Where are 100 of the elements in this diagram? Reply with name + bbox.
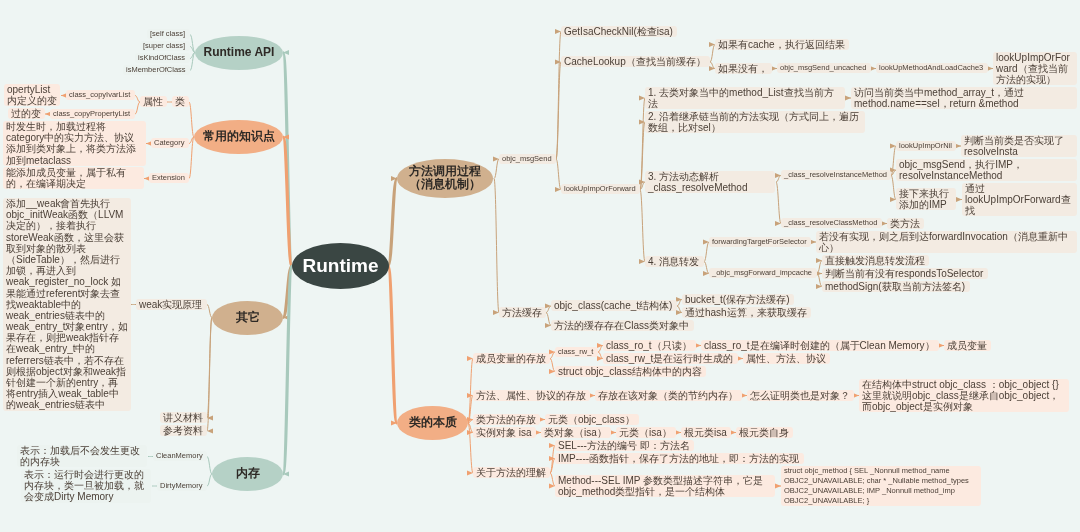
topic-box: 关于方法的理解 — [473, 467, 550, 479]
arrow — [815, 273, 823, 287]
topic-box: 实例对象 isa — [473, 426, 536, 438]
arrow — [544, 312, 552, 326]
topic-box: CacheLookup（查找当前缓存） — [561, 56, 710, 68]
topic-box: 添加__weak會首先执行objc_initWeak函数（LLVM决定的），接着执行storeWeak函数，这里会获取到对象的散列表（SideTable），然后进行加锁，再进入到weak_register_no_lock 如果能通过referent对象去查找weaktable中的weak_entries链表中的weak_entry_t对象entry，如果存在，则把weak指针存在weak_entry_t中的referrers链表中，若不存在则根据object对象和weak指针创建一个新的entry，再将entry插入weak_table中的weak_entries链表中 — [3, 198, 131, 411]
arrow — [386, 177, 399, 267]
arrow — [539, 417, 546, 422]
topic-box: 参考资料 — [160, 425, 207, 437]
topic-box: 类方法 — [887, 217, 924, 229]
topic-box: 属性 — [140, 96, 167, 108]
arrow — [466, 422, 474, 433]
arrow — [771, 66, 778, 71]
topic-box: 属性、方法、协议 — [743, 352, 830, 364]
arrow — [987, 66, 994, 71]
arrow — [639, 189, 646, 262]
arrow — [815, 260, 823, 274]
topic-box: objc_msgSend，执行IMP，resolveInstanceMethod — [896, 158, 1077, 181]
arrow — [955, 143, 962, 149]
topic-box: 如果有cache，执行返回结果 — [715, 38, 849, 50]
arrow — [708, 44, 716, 63]
connector-line — [188, 136, 195, 179]
branch-topic: 方法调用过程（消息机制） — [397, 159, 493, 198]
arrow — [281, 265, 294, 475]
topic-box: 成员变量 — [944, 339, 991, 351]
topic-box: 接下来执行添加的IMP — [896, 188, 956, 211]
topic-box: 若没有实现，则之后到达forwardInvocation（消息重新中心） — [816, 230, 1077, 253]
arrow — [737, 356, 744, 361]
arrow — [708, 61, 716, 70]
arrow — [675, 430, 682, 435]
connector-line — [130, 304, 137, 305]
connector-line — [166, 101, 173, 103]
arrow — [938, 343, 945, 348]
arrow — [143, 176, 150, 181]
arrow — [548, 358, 556, 372]
topic-box: 在结构体中struct objc_class ：objc_object {} 这里就说明objc_class是继承自objc_object，而objc_object是实例对象 — [859, 378, 1069, 413]
topic-box: objc_class(cache_t结构体) — [551, 300, 677, 312]
arrow — [695, 343, 702, 348]
arrow — [675, 298, 683, 307]
arrow — [775, 483, 782, 489]
topic-box: 通过lookUpImpOrForward查找 — [962, 182, 1077, 217]
arrow — [145, 141, 152, 146]
arrow — [467, 395, 474, 424]
topic-box: bucket_t(保存方法缓存) — [682, 293, 794, 305]
arrow — [775, 181, 782, 224]
topic-box: weak实现原理 — [136, 298, 207, 310]
arrow — [548, 472, 556, 487]
arrow — [535, 430, 542, 435]
topic-box: 能添加成员变量，属于私有的，在编译期决定 — [3, 167, 144, 190]
branch-topic: Runtime API — [195, 35, 283, 70]
topic-box: 如果没有， — [715, 62, 772, 74]
connector-line — [206, 456, 213, 475]
arrow — [549, 445, 556, 474]
connector-line — [134, 101, 141, 115]
branch-topic: 类的本质 — [397, 406, 468, 440]
topic-box: 存放在该对象（类的节约内存） — [595, 389, 742, 401]
topic-box: SEL---方法的编号 即：方法名 — [555, 439, 694, 451]
arrow — [548, 458, 556, 474]
topic-box: 根元类isa — [681, 426, 731, 438]
topic-box: 访问当前类当中method_array_t，通过method.name==sel，return &method — [851, 86, 1077, 109]
arrow — [810, 239, 817, 245]
arrow — [281, 136, 294, 267]
connector-line — [189, 34, 196, 53]
topic-box: struct objc_class结构体中的内容 — [555, 365, 706, 377]
topic-box: lookUpImpOrForward（查找当前方法的实现） — [993, 51, 1077, 86]
topic-box: class_ro_t是在编译时创建的（属于Clean Memory） — [701, 339, 939, 351]
topic-box: methodSign(获取当前方法签名) — [822, 280, 970, 292]
topic-box: 类方法的存放 — [473, 413, 540, 425]
branch-topic: 其它 — [212, 300, 283, 335]
central-topic: Runtime — [292, 243, 389, 289]
arrow — [890, 145, 897, 176]
topic-box: opertyList 内定义的变 — [4, 84, 60, 107]
connector-line — [188, 101, 195, 138]
arrow — [610, 430, 617, 435]
arrow — [774, 174, 782, 183]
arrow — [845, 95, 852, 101]
arrow — [596, 344, 604, 353]
topic-box: 3. 方法动态解析 _class_resolveMethod — [645, 170, 775, 193]
topic-box: 2. 沿着继承链当前的方法实现（方式同上，遍历数组，比对sel） — [645, 110, 865, 133]
arrow — [816, 271, 823, 276]
connector-line — [206, 304, 213, 318]
connector-line — [189, 52, 196, 71]
topic-box: 类对象（isa） — [541, 426, 611, 438]
topic-box: 直接触发消息转发流程 — [822, 254, 929, 266]
topic-box: IMP----函数指针，保存了方法的地址，即：方法的实现 — [555, 452, 804, 464]
arrow — [466, 417, 474, 424]
arrow — [639, 121, 646, 190]
arrow — [44, 111, 51, 117]
arrow — [702, 241, 710, 262]
topic-box: 方法缓存 — [499, 306, 546, 318]
topic-box: 过的变 — [8, 108, 45, 120]
arrow — [702, 261, 710, 274]
topic-box: 方法、属性、协议的存放 — [473, 389, 590, 401]
connector-line — [188, 136, 195, 144]
arrow — [281, 265, 294, 319]
connector-line — [189, 46, 196, 53]
arrow — [730, 430, 737, 435]
arrow — [956, 197, 963, 202]
topic-box: 成员变量的存放 — [473, 352, 550, 364]
arrow — [675, 305, 683, 314]
